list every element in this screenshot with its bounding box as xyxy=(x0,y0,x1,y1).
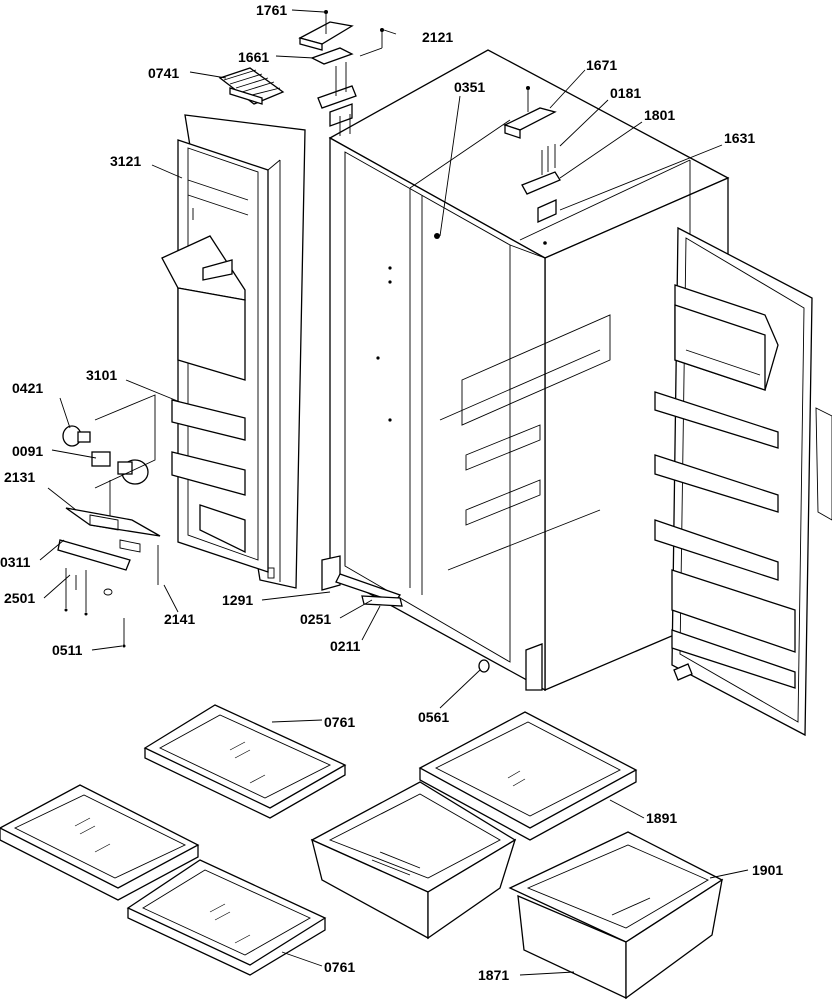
label-1661: 1661 xyxy=(238,49,269,65)
label-0351: 0351 xyxy=(454,79,485,95)
glass-shelf xyxy=(143,704,347,819)
label-0511: 0511 xyxy=(52,642,83,658)
top-hinge-parts xyxy=(298,10,561,224)
part-labels: 1761 2121 1661 0741 1671 0351 0181 1801 … xyxy=(0,2,783,983)
label-1291: 1291 xyxy=(222,592,253,608)
glass-shelf xyxy=(0,784,200,901)
fasteners xyxy=(361,595,693,681)
label-1891: 1891 xyxy=(646,810,677,826)
crisper-pan xyxy=(310,781,517,940)
label-2131: 2131 xyxy=(4,469,35,485)
label-1871: 1871 xyxy=(478,967,509,983)
label-0181: 0181 xyxy=(610,85,641,101)
label-0761-top: 0761 xyxy=(324,714,355,730)
label-2501: 2501 xyxy=(4,590,35,606)
label-0561: 0561 xyxy=(418,709,449,725)
label-0251: 0251 xyxy=(300,611,331,627)
refrigerator-cabinet xyxy=(321,49,730,692)
toe-grille xyxy=(218,67,285,105)
crisper-cover xyxy=(418,711,638,841)
label-0211: 0211 xyxy=(330,638,361,654)
label-3101: 3101 xyxy=(86,367,117,383)
label-1631: 1631 xyxy=(724,130,755,146)
label-1901: 1901 xyxy=(752,862,783,878)
label-2141: 2141 xyxy=(164,611,195,627)
label-0311: 0311 xyxy=(0,554,31,570)
crisper-pan xyxy=(508,831,724,1000)
label-0741: 0741 xyxy=(148,65,179,81)
label-0761-bottom: 0761 xyxy=(324,959,355,975)
label-1801: 1801 xyxy=(644,107,675,123)
label-1671: 1671 xyxy=(586,57,617,73)
refrigerator-door xyxy=(654,226,832,737)
glass-shelf xyxy=(126,859,327,976)
freezer-door xyxy=(161,114,306,589)
label-0091: 0091 xyxy=(12,443,43,459)
light-assembly xyxy=(57,394,161,648)
label-1761: 1761 xyxy=(256,2,287,18)
label-0421: 0421 xyxy=(12,380,43,396)
leader-lines xyxy=(39,9,749,976)
label-2121: 2121 xyxy=(422,29,453,45)
label-3121: 3121 xyxy=(110,153,141,169)
